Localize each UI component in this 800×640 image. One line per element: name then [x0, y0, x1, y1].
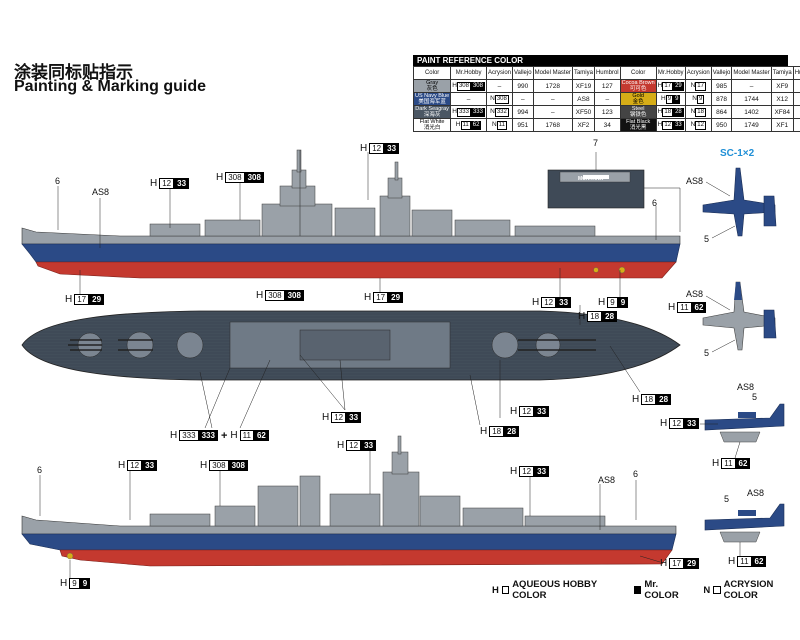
aircraft-4 — [704, 503, 785, 556]
col-color-left: Color — [412, 66, 452, 80]
label-6-top: 6 — [55, 176, 61, 186]
paint-table-column-row: Color Mr.Hobby Acrysion Vallejo Model Ma… — [412, 66, 800, 80]
legend-box-icon — [713, 586, 721, 594]
label-5-air3: 5 — [752, 392, 758, 402]
paint-humbrol-cell: 34 — [593, 118, 621, 132]
label-as8-air4: AS8 — [747, 488, 765, 498]
turret-name-label: MONTANA — [578, 176, 604, 182]
title-english: Painting & Marking guide — [14, 78, 207, 95]
label-as8-bottom: AS8 — [598, 475, 616, 485]
label-as8-air3: AS8 — [737, 382, 755, 392]
propeller-top — [618, 266, 626, 274]
aircraft-1 — [702, 167, 777, 239]
aircraft-title: SC-1×2 — [720, 148, 755, 159]
label-5-air1: 5 — [704, 234, 710, 244]
aircraft-2 — [702, 281, 777, 353]
label-7: 7 — [593, 138, 599, 148]
paint-humbrol-cell: 33 — [792, 118, 800, 132]
label-6-bottom-left: 6 — [37, 465, 43, 475]
label-6-turret: 6 — [652, 198, 658, 208]
hull-navy-blue — [21, 243, 681, 263]
side-view-bottom — [21, 435, 677, 580]
paint-tamiya-cell: XF2 — [571, 118, 595, 132]
legend-box-icon — [501, 586, 510, 594]
title-chinese: 涂装同标贴指示 — [14, 63, 133, 83]
legend-aqueous: H AQUEOUS HOBBY COLOR — [492, 579, 597, 601]
aircraft-3 — [700, 403, 785, 459]
top-view-deck — [21, 305, 681, 429]
label-5-air4: 5 — [724, 494, 730, 504]
paint-tamiya-cell: XF1 — [770, 118, 794, 132]
legend-mrcolor: Mr. COLOR — [634, 579, 689, 601]
label-as8-top: AS8 — [92, 187, 110, 197]
side-view-top — [21, 149, 681, 298]
paint-tamiya-cell: XF50 — [571, 105, 595, 119]
paint-reference-table: PAINT REFERENCE COLOR Color Mr.Hobby Acr… — [412, 55, 800, 132]
label-as8-air2: AS8 — [686, 289, 704, 299]
legend-box-dark-icon — [634, 586, 642, 594]
paint-mm-cell: 1768 — [532, 118, 573, 132]
paint-table-header: PAINT REFERENCE COLOR — [413, 55, 788, 66]
superstructure-top — [149, 149, 596, 237]
label-6-bottom-right: 6 — [633, 469, 639, 479]
paint-table: Color Mr.Hobby Acrysion Vallejo Model Ma… — [412, 66, 800, 132]
paint-mm-cell: 1749 — [731, 118, 772, 132]
legend-acrysion: N ACRYSION COLOR — [703, 579, 774, 601]
hull-red-bottom — [35, 261, 677, 279]
color-legend: H AQUEOUS HOBBY COLOR Mr. COLOR N ACRYSI… — [492, 579, 800, 601]
turret-closeup — [547, 169, 681, 232]
label-as8-air1: AS8 — [686, 176, 704, 186]
label-5-air2: 5 — [704, 348, 710, 358]
paint-vallejo-cell: 951 — [512, 118, 534, 132]
